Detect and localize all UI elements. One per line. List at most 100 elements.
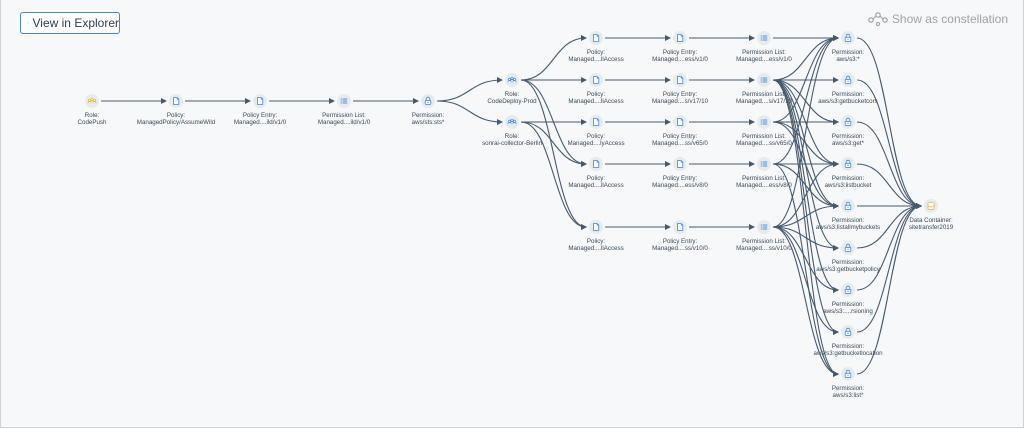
- node-k8[interactable]: Permission:aws/s3:getbucketlocation: [813, 325, 883, 357]
- node-n5[interactable]: Permission:aws/sts:sts*: [412, 94, 445, 126]
- node-k2[interactable]: Permission:aws/s3:getbucketcors: [818, 73, 878, 105]
- node-name-label: aws/s3:getbucketcors: [818, 98, 878, 105]
- node-e5[interactable]: Policy Entry:Managed....ss/v10/0: [652, 220, 708, 252]
- list-icon: [760, 224, 768, 230]
- node-e4[interactable]: Policy Entry:Managed....ess/v8/0: [652, 157, 708, 189]
- node-name-label: Managed....ss/v10/0: [652, 245, 708, 252]
- lock-icon: [844, 369, 852, 378]
- node-type-label: Policy:: [587, 175, 606, 182]
- users-group-icon: [507, 118, 517, 125]
- node-l4[interactable]: Permission List:Managed....ess/v8/0: [736, 157, 792, 189]
- lock-icon: [844, 75, 852, 84]
- node-name-label: Managed....lyAccess: [567, 140, 624, 147]
- node-p3[interactable]: Policy:Managed....lyAccess: [567, 115, 625, 147]
- node-name-label: Managed....llAccess: [568, 182, 623, 189]
- relationship-edge: [436, 77, 503, 102]
- node-type-label: Permission List:: [742, 175, 786, 182]
- node-l5[interactable]: Permission List:Managed....ss/v10/0: [736, 220, 792, 252]
- node-type-label: Permission:: [832, 259, 865, 266]
- document-icon: [677, 160, 684, 168]
- node-type-label: Role:: [505, 133, 520, 140]
- relationship-edge: [520, 79, 587, 230]
- relationship-edge: [520, 35, 587, 81]
- node-k1[interactable]: Permission:aws/s3:*: [832, 31, 865, 63]
- node-type-label: Policy Entry:: [663, 175, 698, 182]
- node-k6[interactable]: Permission:aws/s3:getbucketpolicy: [816, 241, 881, 273]
- node-type-label: Policy Entry:: [663, 133, 698, 140]
- node-n3[interactable]: Policy Entry:Managed....ild/v1/0: [234, 94, 287, 126]
- relationship-edge: [772, 226, 839, 293]
- node-name-label: Managed....s/v17/10: [652, 98, 709, 105]
- relationship-edge: [436, 100, 503, 125]
- node-l2[interactable]: Permission List:Managed....s/v17/10: [736, 73, 793, 105]
- node-k7[interactable]: Permission:aws/s3:....rsioning: [823, 283, 873, 315]
- node-type-label: Policy:: [587, 238, 606, 245]
- node-l1[interactable]: Permission List:Managed....ess/v1/0: [736, 31, 792, 63]
- node-k3[interactable]: Permission:aws/s3:get*: [832, 115, 865, 147]
- node-name-label: Managed....ess/v8/0: [736, 182, 792, 189]
- document-icon: [593, 34, 600, 42]
- node-k5[interactable]: Permission:aws/s3:listallmybuckets: [816, 199, 880, 231]
- node-name-label: Managed....llAccess: [568, 245, 623, 252]
- node-type-label: Policy Entry:: [663, 91, 698, 98]
- lock-icon: [844, 327, 852, 336]
- edge-layer: [100, 35, 922, 377]
- node-p5[interactable]: Policy:Managed....llAccess: [568, 220, 624, 252]
- node-n1[interactable]: Role:CodePush: [78, 94, 107, 126]
- node-type-label: Permission List:: [742, 133, 786, 140]
- node-p1[interactable]: Policy:Managed....llAccess: [568, 31, 624, 63]
- document-icon: [593, 160, 600, 168]
- node-type-label: Permission:: [832, 343, 865, 350]
- node-name-label: aws/s3:list*: [833, 392, 865, 399]
- node-l3[interactable]: Permission List:Managed....ss/v65/0: [736, 115, 792, 147]
- document-icon: [593, 223, 600, 231]
- node-e1[interactable]: Policy Entry:Managed....ess/v1/0: [652, 31, 708, 63]
- node-type-label: Permission:: [412, 112, 445, 119]
- node-p4[interactable]: Policy:Managed....llAccess: [568, 157, 624, 189]
- relationship-edge: [772, 161, 839, 228]
- node-e2[interactable]: Policy Entry:Managed....s/v17/10: [652, 73, 709, 105]
- node-type-label: Policy:: [587, 49, 606, 56]
- users-group-icon: [87, 97, 97, 104]
- node-name-label: Managed....ess/v8/0: [652, 182, 708, 189]
- document-icon: [677, 34, 684, 42]
- database-icon: [927, 202, 935, 210]
- node-name-label: aws/s3:listbucket: [825, 182, 872, 189]
- node-type-label: Policy Entry:: [243, 112, 278, 119]
- node-e3[interactable]: Policy Entry:Managed....ss/v65/0: [652, 115, 708, 147]
- node-name-label: Managed....ss/v65/0: [736, 140, 792, 147]
- show-as-constellation-button[interactable]: Show as constellation: [868, 12, 1008, 26]
- graph-share-icon: [27, 22, 29, 24]
- node-p2[interactable]: Policy:Managed....llAccess: [568, 73, 624, 105]
- relationship-edge: [772, 226, 839, 251]
- view-in-explorer-label: View in Explorer: [32, 16, 119, 30]
- document-icon: [677, 76, 684, 84]
- node-n2[interactable]: Policy:ManagedPolicy/AssumeWild: [137, 94, 216, 126]
- node-type-label: Permission:: [832, 91, 865, 98]
- relationship-edge: [856, 37, 922, 209]
- node-name-label: Managed....s/v17/10: [736, 98, 793, 105]
- node-layer: Role:CodePush Policy:ManagedPolicy/Assume…: [78, 31, 954, 399]
- relationship-edge: [856, 203, 922, 291]
- node-n7[interactable]: Role:sonrai-collector-Berlin: [482, 115, 542, 147]
- document-icon: [677, 118, 684, 126]
- node-k4[interactable]: Permission:aws/s3:listbucket: [825, 157, 872, 189]
- node-name-label: Managed....ess/v1/0: [652, 56, 708, 63]
- document-icon: [593, 118, 600, 126]
- node-type-label: Permission List:: [742, 49, 786, 56]
- relationship-edge: [772, 35, 839, 81]
- node-n4[interactable]: Permission List:Managed....ild/v1/0: [318, 94, 371, 126]
- list-icon: [760, 77, 768, 83]
- relationship-edge: [772, 226, 839, 335]
- relationship-edge: [772, 79, 839, 293]
- node-k9[interactable]: Permission:aws/s3:list*: [832, 367, 865, 399]
- document-icon: [173, 97, 180, 105]
- graph-share-icon: [868, 12, 888, 26]
- node-dc[interactable]: Data Container:sitetransfer2019: [909, 199, 954, 231]
- document-icon: [677, 223, 684, 231]
- node-name-label: aws/s3:get*: [832, 140, 865, 147]
- relationship-edge: [772, 79, 839, 377]
- view-in-explorer-button[interactable]: View in Explorer: [20, 12, 120, 34]
- node-n6[interactable]: Role:CodeDeploy-Prod: [487, 73, 537, 105]
